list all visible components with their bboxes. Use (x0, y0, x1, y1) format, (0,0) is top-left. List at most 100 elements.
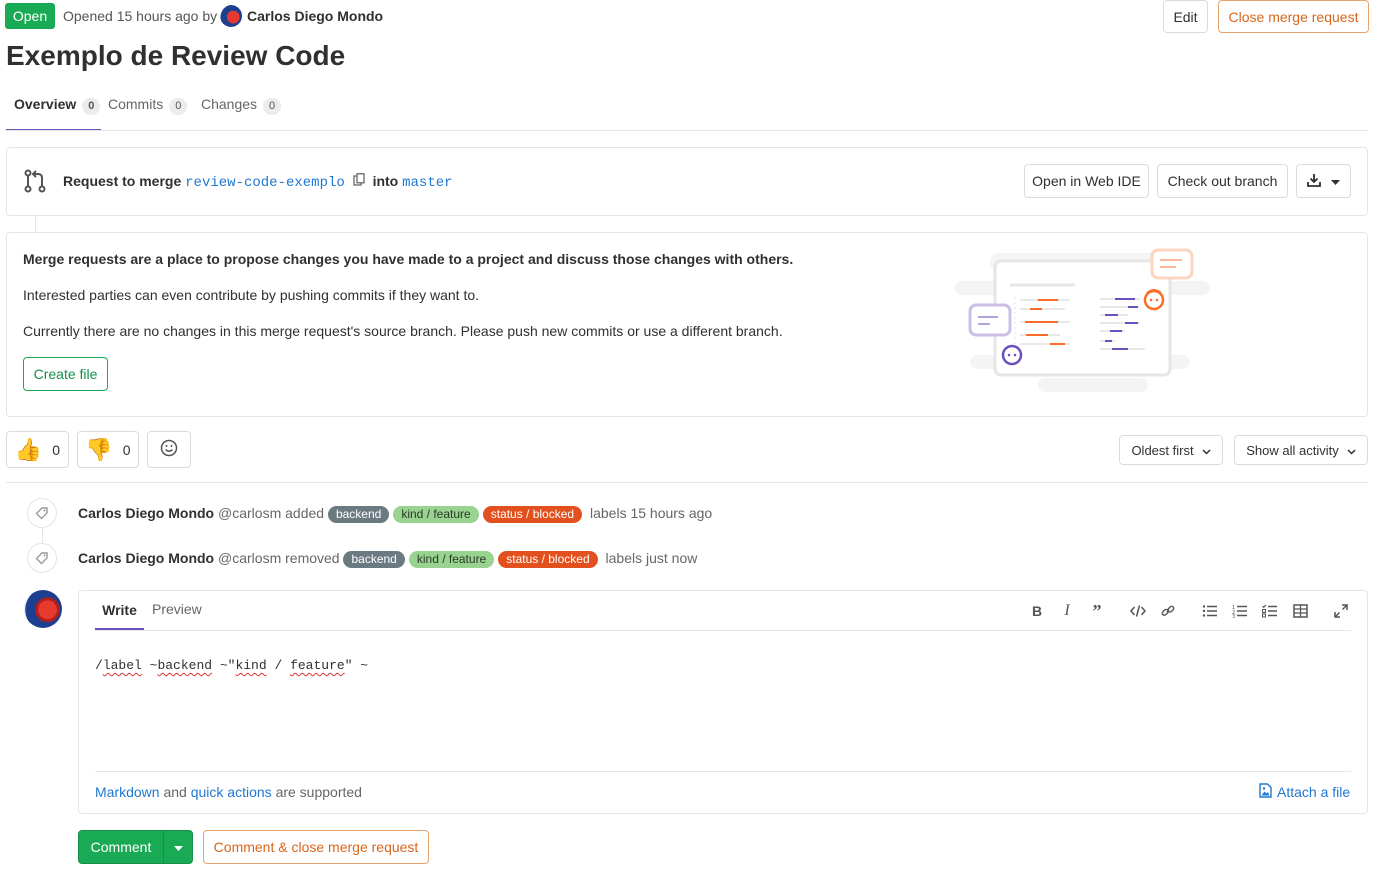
empty-state-panel (6, 232, 1368, 417)
image-icon (1258, 783, 1273, 801)
tab-commits[interactable]: Commits 0 (108, 96, 188, 115)
tab-overview[interactable]: Overview 0 (6, 90, 101, 131)
thumbs-down-button[interactable]: 👎 0 (77, 431, 139, 468)
notes-divider (6, 482, 1368, 483)
merge-prefix: Request to merge (63, 173, 182, 189)
bullet-list-icon[interactable] (1201, 602, 1219, 620)
check-out-branch-button[interactable]: Check out branch (1157, 164, 1288, 198)
tab-preview[interactable]: Preview (152, 601, 202, 617)
tab-write[interactable]: Write (95, 591, 144, 630)
label-backend[interactable]: backend (343, 550, 405, 568)
tab-overview-count: 0 (82, 98, 101, 115)
tabs-divider (6, 130, 1368, 131)
timeline-line (42, 515, 43, 560)
open-web-ide-button[interactable]: Open in Web IDE (1024, 164, 1149, 198)
comment-text-part: label (102, 658, 142, 673)
activity-suffix: labels just now (605, 550, 698, 566)
link-icon[interactable] (1159, 602, 1177, 620)
activity-author[interactable]: Carlos Diego Mondo (78, 505, 215, 521)
activity-handle[interactable]: @carlosm (218, 550, 282, 566)
quick-actions-link[interactable]: quick actions (190, 784, 272, 800)
comment-text-part: ~ (141, 658, 158, 673)
current-user-avatar[interactable] (24, 590, 62, 628)
edit-button[interactable]: Edit (1163, 0, 1208, 33)
smiley-icon (160, 439, 178, 460)
comment-type-dropdown[interactable] (163, 830, 193, 864)
label-backend[interactable]: backend (327, 505, 390, 523)
source-branch-link[interactable]: review-code-exemplo (185, 175, 345, 191)
label-event-icon (27, 543, 57, 573)
target-branch-link[interactable]: master (402, 175, 453, 191)
create-file-button[interactable]: Create file (23, 357, 108, 391)
author-avatar-small[interactable] (220, 5, 242, 27)
quote-icon[interactable]: ” (1092, 600, 1102, 621)
markdown-link[interactable]: Markdown (95, 784, 160, 800)
thumbs-down-icon: 👎 (85, 436, 113, 462)
svg-text:3: 3 (1232, 614, 1235, 618)
table-icon[interactable] (1291, 602, 1309, 620)
activity-action: removed (285, 550, 340, 566)
tab-commits-count: 0 (169, 98, 188, 115)
copy-branch-icon[interactable] (353, 173, 365, 186)
comment-text-part: / (266, 658, 291, 673)
activity-item: Carlos Diego Mondo @carlosm removed back… (78, 550, 697, 568)
activity-filter-dropdown[interactable]: Show all activity (1234, 435, 1368, 465)
add-reaction-button[interactable] (147, 431, 191, 468)
merge-widget (6, 147, 1368, 216)
label-status-blocked[interactable]: status / blocked (482, 505, 583, 523)
empty-state-heading: Merge requests are a place to propose ch… (23, 251, 794, 267)
activity-suffix: labels 15 hours ago (589, 505, 713, 521)
thumbs-up-button[interactable]: 👍 0 (6, 431, 69, 468)
code-icon[interactable] (1129, 602, 1147, 620)
thumbs-up-count: 0 (52, 441, 61, 458)
sort-dropdown[interactable]: Oldest first (1119, 435, 1223, 465)
comment-textarea[interactable]: /label ~backend ~"kind / feature" ~ (95, 643, 1351, 768)
editor-header-divider (95, 630, 1351, 631)
svg-text:1: 1 (1232, 605, 1235, 611)
editor-footer-divider (95, 771, 1351, 772)
activity-item: Carlos Diego Mondo @carlosm added backen… (78, 505, 712, 523)
chevron-down-icon (1347, 443, 1356, 458)
activity-author[interactable]: Carlos Diego Mondo (78, 550, 215, 566)
merge-into: into (372, 173, 399, 189)
empty-state-line2: Currently there are no changes in this m… (23, 323, 783, 339)
italic-icon[interactable]: I (1064, 602, 1070, 619)
comment-text-part: ~" (212, 658, 236, 673)
author-name-link[interactable]: Carlos Diego Mondo (247, 8, 384, 24)
label-kind-feature[interactable]: kind / feature (408, 550, 495, 568)
tab-commits-label: Commits (108, 96, 164, 112)
page-title: Exemplo de Review Code (6, 40, 346, 71)
attach-file-label: Attach a file (1277, 784, 1351, 800)
fullscreen-icon[interactable] (1332, 602, 1350, 620)
attach-file-link[interactable]: Attach a file (1258, 783, 1350, 801)
empty-state-line1: Interested parties can even contribute b… (23, 287, 480, 303)
merge-request-illustration (950, 245, 1215, 397)
comment-and-close-button[interactable]: Comment & close merge request (203, 830, 429, 864)
close-merge-request-button[interactable]: Close merge request (1218, 0, 1369, 33)
activity-handle[interactable]: @carlosm (218, 505, 282, 521)
sort-dropdown-label: Oldest first (1131, 442, 1194, 458)
merge-description: Request to merge review-code-exemplo int… (63, 173, 453, 191)
editor-footer-help: Markdown and quick actions are supported (95, 784, 362, 800)
svg-text:2: 2 (1232, 610, 1235, 616)
task-list-icon[interactable] (1261, 602, 1279, 620)
bold-icon[interactable]: B (1031, 603, 1043, 619)
activity-filter-label: Show all activity (1246, 442, 1339, 458)
tab-overview-label: Overview (14, 96, 77, 112)
label-event-icon (27, 498, 57, 528)
comment-button[interactable]: Comment (78, 830, 164, 864)
tab-changes-label: Changes (201, 96, 258, 112)
footer-and-text: and (163, 784, 187, 800)
timeline-connector (35, 216, 36, 232)
footer-supported-text: are supported (275, 784, 362, 800)
label-kind-feature[interactable]: kind / feature (393, 505, 479, 523)
comment-text-part: " ~ (344, 658, 369, 673)
download-icon (1307, 173, 1321, 190)
chevron-down-icon (1331, 173, 1340, 189)
opened-text: Opened 15 hours ago by (63, 8, 218, 24)
download-dropdown-button[interactable] (1296, 164, 1351, 198)
label-status-blocked[interactable]: status / blocked (498, 550, 598, 568)
status-badge: Open (5, 3, 55, 29)
